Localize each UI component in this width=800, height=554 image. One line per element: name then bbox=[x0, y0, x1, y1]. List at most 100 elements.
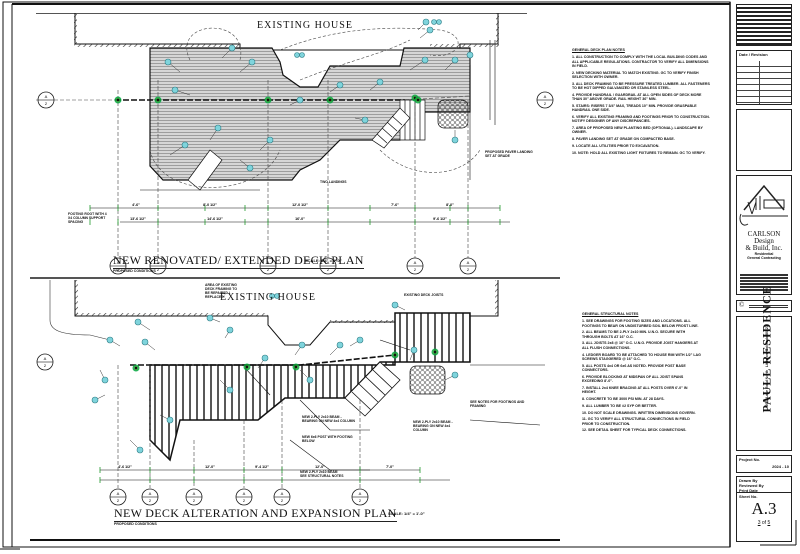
detail-tag-pair-icon bbox=[436, 19, 442, 25]
dimension-label: 4'-6 1/2" bbox=[118, 465, 132, 469]
svg-text:A: A bbox=[414, 260, 417, 265]
notes-heading: GENERAL STRUCTURAL NOTES bbox=[582, 312, 639, 316]
svg-text:2: 2 bbox=[467, 267, 470, 272]
detail-tag-pair-icon bbox=[299, 52, 305, 58]
top-plan bbox=[36, 13, 527, 258]
note-item: 8. PAVER LANDING SET AT GRADE ON COMPACT… bbox=[572, 137, 675, 142]
svg-text:2: 2 bbox=[44, 363, 47, 368]
detail-tag-icon bbox=[421, 56, 429, 64]
callout-beam-3: NEW 2-PLY 2x10 BEAM SEE STRUCTURAL NOTES bbox=[300, 470, 344, 478]
detail-tag-icon bbox=[101, 376, 109, 384]
detail-tag-icon bbox=[206, 314, 214, 322]
note-item: 6. PROVIDE BLOCKING AT MIDSPAN OF ALL JO… bbox=[582, 374, 684, 384]
bottom-plan bbox=[49, 280, 545, 488]
firm-name-line2: Design bbox=[754, 237, 774, 245]
detail-tag-icon bbox=[106, 336, 114, 344]
detail-tag-icon bbox=[226, 386, 234, 394]
detail-tag-icon bbox=[91, 396, 99, 404]
svg-text:2: 2 bbox=[117, 498, 120, 503]
note-item: 4. LEDGER BOARD TO BE ATTACHED TO HOUSE … bbox=[582, 352, 701, 361]
note-item: 2. NEW DECKING MATERIAL TO MATCH EXISTIN… bbox=[572, 70, 699, 79]
dimension-label: 16'-0" bbox=[295, 217, 305, 221]
firm-logo-icon bbox=[739, 184, 788, 226]
top-stairs bbox=[187, 99, 426, 191]
note-item: 1. ALL CONSTRUCTION TO COMPLY WITH THE L… bbox=[572, 55, 709, 68]
general-deck-notes: GENERAL DECK PLAN NOTES 1. ALL CONSTRUCT… bbox=[572, 48, 712, 158]
svg-text:A: A bbox=[117, 260, 120, 265]
note-item: 2. ALL BEAMS TO BE 2-PLY 2x10 MIN. U.N.O… bbox=[582, 330, 686, 339]
svg-text:A: A bbox=[157, 260, 160, 265]
svg-text:2: 2 bbox=[327, 267, 330, 272]
print-date-label: Print Date bbox=[739, 488, 758, 493]
note-item: 7. INSTALL 2x4 KNEE BRACING AT ALL POSTS… bbox=[582, 385, 688, 395]
firm-tagline: Residential bbox=[754, 252, 774, 256]
detail-tag-icon bbox=[451, 136, 459, 144]
firm-name-line3: & Build, Inc. bbox=[745, 244, 783, 252]
note-item: 1. SEE DRAWINGS FOR FOOTING SIZES AND LO… bbox=[582, 319, 699, 328]
callout-two-landings: TWO LANDINGS bbox=[320, 180, 347, 184]
detail-tag-icon bbox=[376, 78, 384, 86]
detail-tag-icon bbox=[336, 81, 344, 89]
bottom-plan-scale: SCALE: 1/4" = 1'-0" bbox=[388, 511, 425, 516]
project-no-label: Project No. bbox=[739, 457, 761, 462]
detail-tag-icon bbox=[410, 346, 418, 354]
firm-name: CARLSON bbox=[747, 230, 781, 238]
note-item: 9. LOCATE ALL UTILITIES PRIOR TO EXCAVAT… bbox=[572, 144, 660, 149]
callout-beam-1: NEW 2-PLY 2x10 BEAM - BEARING ON NEW 4x4… bbox=[302, 415, 355, 423]
note-item: 10. NOTE: HOLD ALL EXISTING LIGHT FIXTUR… bbox=[572, 150, 706, 155]
note-item: 4. PROVIDE HANDRAIL / GUARDRAIL AT ALL O… bbox=[572, 92, 702, 102]
callout-post: NEW 6x6 POST WITH FOOTING BELOW bbox=[302, 435, 353, 443]
detail-tag-icon bbox=[166, 416, 174, 424]
svg-text:A: A bbox=[243, 491, 246, 496]
detail-tag-icon bbox=[451, 371, 459, 379]
generated-marks: A2A2A2A2A2A2A2A2A2A2A2A2A2A2A24'-6"8'-0 … bbox=[36, 18, 554, 506]
svg-text:A: A bbox=[281, 491, 284, 496]
revisions-box: Date / Revision bbox=[736, 50, 792, 105]
detail-tag-icon bbox=[426, 26, 434, 34]
project-name-block: PAULL RESIDENCE 6075 Lake Road North Lit… bbox=[748, 285, 784, 412]
paver-landing bbox=[437, 99, 469, 129]
svg-text:2: 2 bbox=[414, 267, 417, 272]
dimension-label: 12'-0 1/2" bbox=[292, 203, 308, 207]
detail-tag-icon bbox=[246, 164, 254, 172]
svg-text:A: A bbox=[117, 491, 120, 496]
dimension-label: 9'-6 1/2" bbox=[433, 217, 447, 221]
note-item: 8. CONCRETE TO BE 3000 PSI MIN. AT 28 DA… bbox=[582, 396, 665, 401]
note-item: 3. ALL DECK FRAMING TO BE PRESSURE TREAT… bbox=[572, 81, 710, 91]
project-no-value: 2024 - 10 bbox=[772, 464, 789, 469]
svg-text:2: 2 bbox=[117, 267, 120, 272]
detail-tag-pair-icon bbox=[431, 19, 437, 25]
detail-tag-pair-icon bbox=[274, 293, 280, 299]
bottom-house-label: EXISTING HOUSE bbox=[220, 292, 316, 303]
callout-repair-area: AREA OF EXISTING DECK FRAMING TO BE REPA… bbox=[205, 283, 237, 299]
detail-tag-icon bbox=[361, 116, 369, 124]
detail-tag-icon bbox=[214, 124, 222, 132]
detail-tag-icon bbox=[298, 341, 306, 349]
top-plan-scale: SCALE: 1/4" = 1'-0" bbox=[305, 258, 342, 263]
blank-box bbox=[736, 109, 792, 171]
svg-text:A: A bbox=[467, 260, 470, 265]
note-item: 7. AREA OF PROPOSED NEW PLANTING BED (OP… bbox=[572, 126, 703, 135]
project-box bbox=[736, 316, 792, 451]
project-no-box: Project No. 2024 - 10 bbox=[736, 455, 792, 473]
svg-text:A: A bbox=[193, 491, 196, 496]
detail-tag-icon bbox=[136, 446, 144, 454]
title-block: Date / Revision CARLSON Design & Build, … bbox=[733, 2, 795, 547]
copyright-icon: © bbox=[739, 301, 745, 309]
svg-text:2: 2 bbox=[157, 267, 160, 272]
dimension-label: 13'-6 1/2" bbox=[130, 217, 146, 221]
sheet-number: A.3 bbox=[751, 499, 777, 518]
dimension-label: 8'-0" bbox=[446, 203, 454, 207]
detail-tag-icon bbox=[336, 341, 344, 349]
svg-text:2: 2 bbox=[281, 498, 284, 503]
detail-tag-icon bbox=[164, 58, 172, 66]
firm-logo-box: CARLSON Design & Build, Inc. Residential… bbox=[736, 175, 792, 295]
detail-tag-icon bbox=[451, 56, 459, 64]
note-item: 5. STAIRS: RISERS 7 3/4" MAX, TREADS 10"… bbox=[572, 103, 697, 113]
sheet-number-box: Sheet No. A.3 3 of 5 bbox=[736, 492, 792, 542]
top-house-label: EXISTING HOUSE bbox=[257, 20, 353, 31]
firm-tagline-2: General Contracting bbox=[747, 256, 781, 260]
callout-footing: FOOTING ROOT WITH 4 X4 COLUMN SUPPORT SP… bbox=[68, 212, 107, 224]
seal-box: © bbox=[736, 300, 792, 312]
